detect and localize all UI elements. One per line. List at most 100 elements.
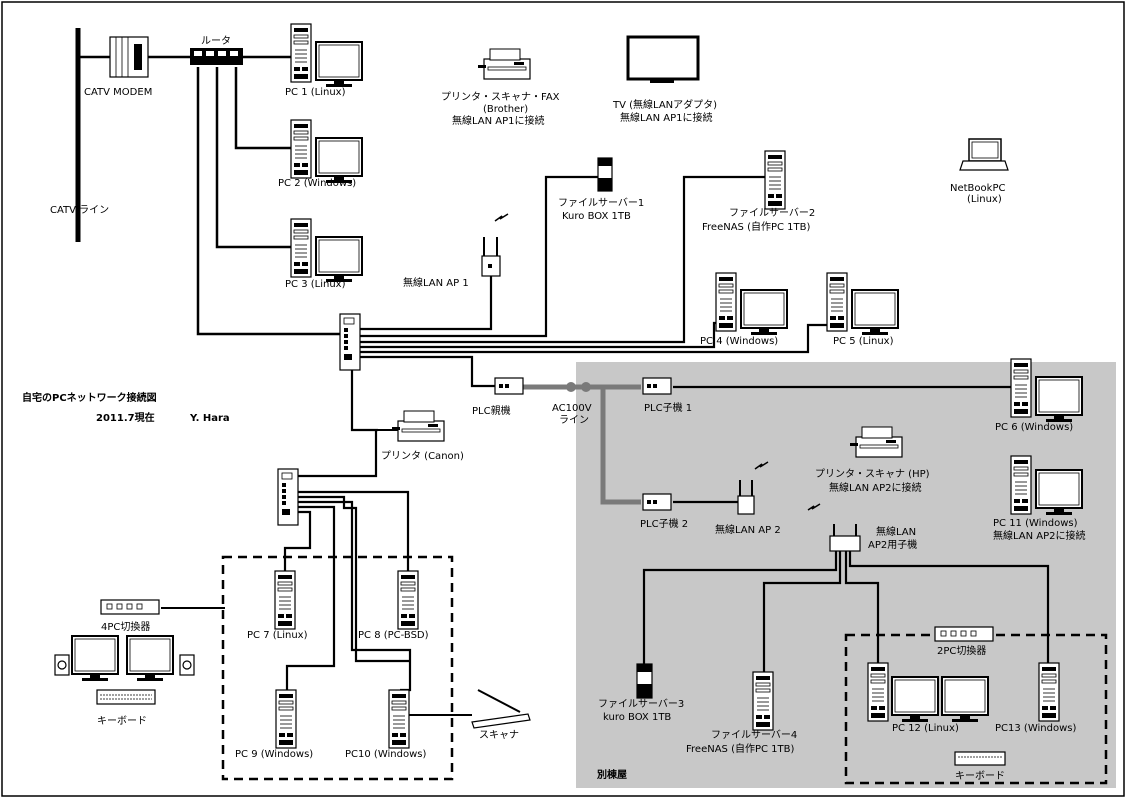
- kvm-2pc: [934, 626, 994, 642]
- catv-modem: [109, 36, 149, 78]
- pc3-monitor: [315, 236, 363, 283]
- label-pc10: PC10 (Windows): [345, 749, 426, 760]
- fs3-kurobox: [636, 663, 653, 699]
- hub2-links: [283, 490, 412, 692]
- label-fs1-1: ファイルサーバー1: [558, 197, 644, 209]
- printer-canon: [391, 410, 445, 442]
- label-fs3-1: ファイルサーバー3: [598, 698, 684, 710]
- label-printer-brother-3: 無線LAN AP1に接続: [452, 114, 545, 127]
- monitor-left-b: [126, 635, 174, 682]
- label-netbook-2: (Linux): [967, 194, 1002, 205]
- diagram-title: 自宅のPCネットワーク接続図: [22, 391, 157, 404]
- label-catv-modem: CATV MODEM: [84, 87, 152, 98]
- plc-child-2: [642, 493, 672, 511]
- plc-parent: [494, 377, 524, 395]
- label-annex: 別棟屋: [596, 768, 627, 781]
- label-printer-brother-1: プリンタ・スキャナ・FAX: [441, 91, 560, 103]
- router: [190, 48, 243, 65]
- fs2-tower: [764, 150, 786, 210]
- label-plc-child2: PLC子機 2: [640, 517, 688, 530]
- diagram-date: 2011.7現在: [96, 411, 155, 424]
- label-fs2-1: ファイルサーバー2: [729, 207, 815, 219]
- label-pc12: PC 12 (Linux): [892, 723, 959, 734]
- label-ap2-child-1: 無線LAN: [876, 525, 916, 538]
- label-printer-hp-1: プリンタ・スキャナ (HP): [815, 468, 930, 480]
- label-pc5: PC 5 (Linux): [833, 336, 894, 347]
- scanner: [471, 689, 531, 729]
- label-tv-2: 無線LAN AP1に接続: [620, 111, 713, 124]
- pc12-tower: [867, 662, 889, 722]
- pc2-monitor: [315, 137, 363, 184]
- label-pc9: PC 9 (Windows): [235, 749, 313, 760]
- pc12-monitor-b: [941, 676, 989, 723]
- label-catv-line: CATV ライン: [50, 204, 109, 216]
- pc6-monitor: [1035, 376, 1083, 423]
- label-fs1-2: Kuro BOX 1TB: [562, 211, 631, 222]
- ap2-child: [829, 524, 861, 552]
- label-printer-brother-2: (Brother): [483, 104, 528, 115]
- diagram-author: Y. Hara: [189, 413, 230, 424]
- label-fs3-2: kuro BOX 1TB: [603, 712, 671, 723]
- keyboard-left: [96, 689, 156, 705]
- label-ap2: 無線LAN AP 2: [715, 523, 781, 536]
- label-router: ルータ: [201, 35, 231, 47]
- label-ap1: 無線LAN AP 1: [403, 276, 469, 289]
- pc2-tower: [290, 119, 312, 179]
- label-ap2-child-2: AP2用子機: [868, 538, 917, 551]
- ac100v-joint-1: [566, 382, 576, 392]
- label-fs4-1: ファイルサーバー4: [711, 729, 797, 741]
- pc7-tower: [274, 570, 296, 630]
- monitor-left-a: [71, 635, 119, 682]
- wireless-signals: [494, 213, 821, 511]
- pc11-monitor: [1035, 469, 1083, 516]
- group-annex-kvm: [844, 633, 1108, 785]
- label-fs4-2: FreeNAS (自作PC 1TB): [686, 742, 794, 755]
- label-pc4: PC 4 (Windows): [700, 336, 778, 347]
- ap1: [481, 237, 501, 277]
- pc4-tower: [715, 272, 737, 332]
- label-pc6: PC 6 (Windows): [995, 422, 1073, 433]
- pc5-tower: [826, 272, 848, 332]
- label-kvm2: 2PC切換器: [937, 645, 986, 657]
- pc5-monitor: [851, 289, 899, 336]
- label-pc11-1: PC 11 (Windows): [993, 518, 1078, 529]
- router-links: [196, 67, 342, 336]
- hub-1: [339, 313, 361, 371]
- fs4-tower: [752, 671, 774, 731]
- printer-brother: [477, 48, 531, 80]
- label-tv-1: TV (無線LANアダプタ): [612, 98, 717, 111]
- pc9-tower: [275, 689, 297, 749]
- label-pc1: PC 1 (Linux): [285, 87, 346, 98]
- pc12-monitor-a: [891, 676, 939, 723]
- speaker-right: [179, 654, 195, 676]
- fs1-kurobox: [597, 157, 613, 192]
- label-fs2-2: FreeNAS (自作PC 1TB): [702, 220, 810, 233]
- hub-2: [277, 468, 299, 526]
- label-printer-canon: プリンタ (Canon): [381, 450, 464, 462]
- pc10-tower: [388, 689, 410, 749]
- pc13-tower: [1038, 662, 1060, 722]
- label-plc-child1: PLC子機 1: [644, 401, 692, 414]
- annex-links: [642, 385, 1050, 672]
- pc1-monitor: [315, 41, 363, 88]
- label-ac100v-2: ライン: [559, 414, 589, 426]
- pc11-tower: [1010, 455, 1032, 515]
- label-pc13: PC13 (Windows): [995, 723, 1076, 734]
- tv: [626, 35, 700, 83]
- plc-child-1: [642, 377, 672, 395]
- kvm-4pc: [100, 599, 160, 615]
- label-pc2: PC 2 (Windows): [278, 178, 356, 189]
- ac100v-joint-2: [581, 382, 591, 392]
- pc6-tower: [1010, 358, 1032, 418]
- label-pc7: PC 7 (Linux): [247, 630, 308, 641]
- ap2: [737, 480, 755, 515]
- label-plc-parent: PLC親機: [472, 404, 511, 417]
- label-netbook-1: NetBookPC: [950, 183, 1005, 194]
- label-pc11-2: 無線LAN AP2に接続: [993, 529, 1086, 542]
- label-pc3: PC 3 (Linux): [285, 279, 346, 290]
- pc3-tower: [290, 218, 312, 278]
- label-scanner: スキャナ: [479, 729, 519, 741]
